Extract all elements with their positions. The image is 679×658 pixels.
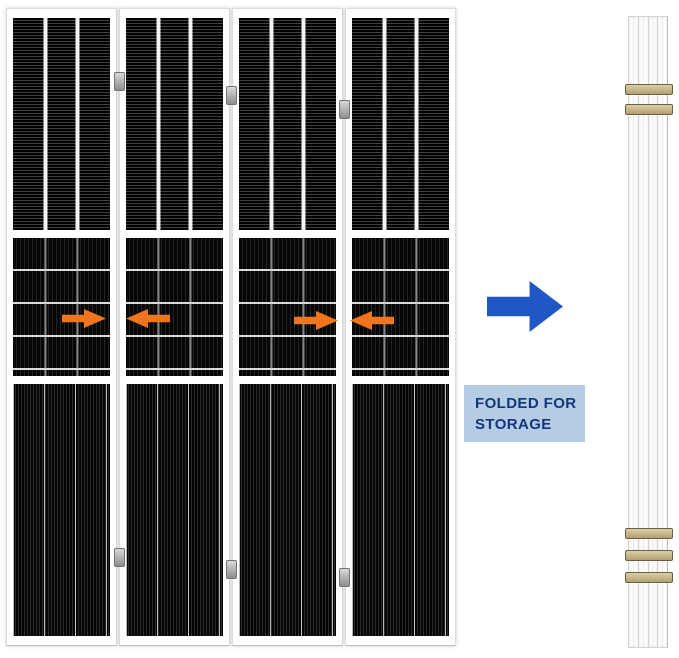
panel-top-slats: [126, 18, 223, 230]
room-divider-unfolded: [6, 8, 456, 646]
storage-label-line2: STORAGE: [475, 416, 552, 433]
panel-bottom-weave: [239, 384, 336, 636]
folded-panel-strip: [657, 16, 668, 648]
divider-panel-1: [6, 8, 117, 646]
panel-hinge: [114, 72, 125, 91]
storage-label-line1: FOLDED FOR: [475, 395, 577, 412]
room-divider-folded: [625, 16, 673, 648]
panel-middle-weave: [352, 238, 449, 376]
panel-middle-weave: [239, 238, 336, 376]
divider-panel-2: [119, 8, 230, 646]
panel-bottom-weave: [13, 384, 110, 636]
panel-hinge: [226, 560, 237, 579]
panel-middle-weave: [126, 238, 223, 376]
folded-hinge: [625, 528, 673, 539]
folded-hinge: [625, 572, 673, 583]
divider-panel-4: [345, 8, 456, 646]
panel-hinge: [226, 86, 237, 105]
panel-top-slats: [13, 18, 110, 230]
panel-top-slats: [352, 18, 449, 230]
direction-arrow-icon: [487, 281, 563, 332]
panel-hinge: [339, 568, 350, 587]
panel-top-slats: [239, 18, 336, 230]
folded-hinge: [625, 104, 673, 115]
panel-middle-weave: [13, 238, 110, 376]
folded-hinge: [625, 550, 673, 561]
panel-bottom-weave: [126, 384, 223, 636]
divider-panel-3: [232, 8, 343, 646]
panel-hinge: [114, 548, 125, 567]
panel-hinge: [339, 100, 350, 119]
storage-label: FOLDED FOR STORAGE: [464, 385, 585, 442]
panel-bottom-weave: [352, 384, 449, 636]
folded-hinge: [625, 84, 673, 95]
